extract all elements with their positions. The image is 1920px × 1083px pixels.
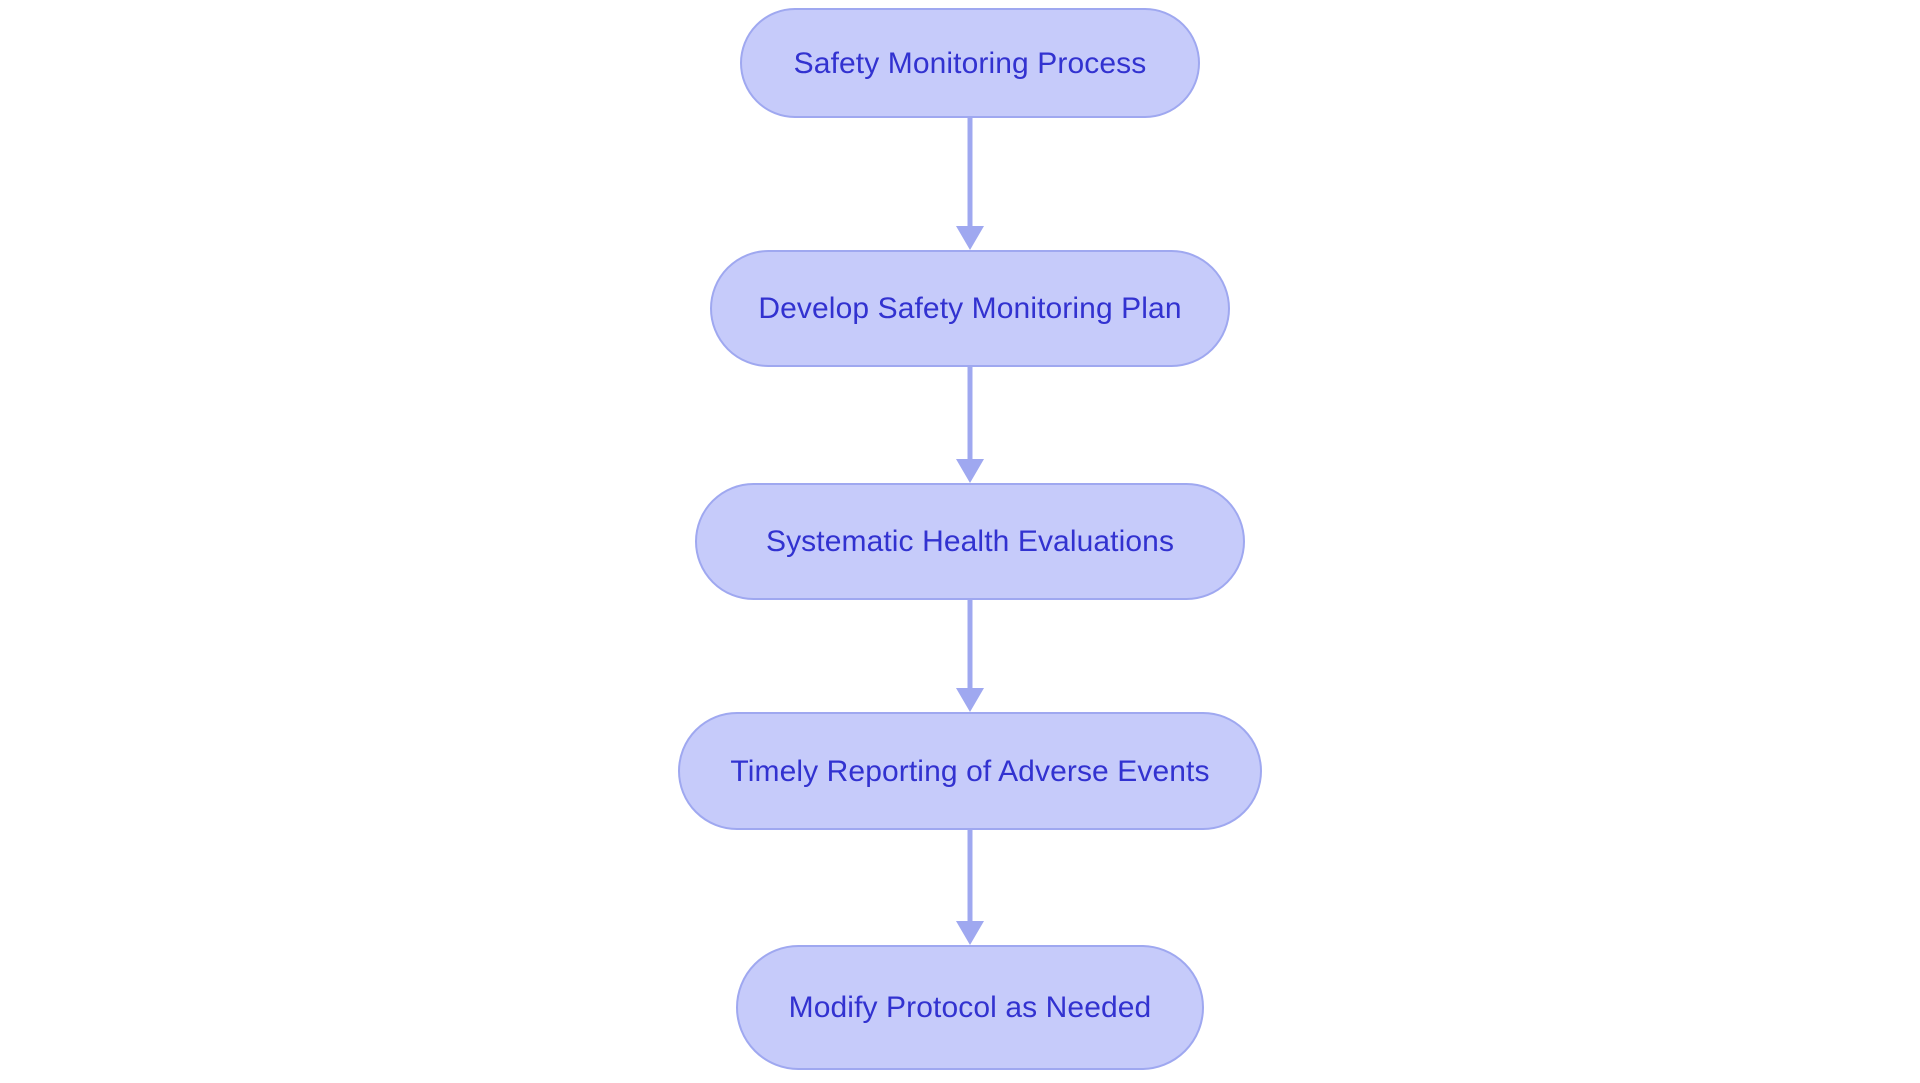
edge-line xyxy=(967,367,973,459)
flow-edge-1 xyxy=(956,118,984,250)
edge-line xyxy=(967,118,973,226)
edge-line xyxy=(967,600,973,688)
flow-node-label: Develop Safety Monitoring Plan xyxy=(758,292,1182,325)
flow-node-modify-protocol-as-needed[interactable]: Modify Protocol as Needed xyxy=(736,945,1204,1070)
flow-node-label: Safety Monitoring Process xyxy=(793,46,1147,80)
arrowhead-icon xyxy=(956,921,984,945)
flow-node-systematic-health-evaluations[interactable]: Systematic Health Evaluations xyxy=(695,483,1245,600)
edge-line xyxy=(967,830,973,921)
arrowhead-icon xyxy=(956,226,984,250)
flow-node-safety-monitoring-process[interactable]: Safety Monitoring Process xyxy=(740,8,1200,118)
flow-node-timely-reporting-of-adverse-events[interactable]: Timely Reporting of Adverse Events xyxy=(678,712,1262,830)
arrowhead-icon xyxy=(956,688,984,712)
flow-node-label: Systematic Health Evaluations xyxy=(765,525,1175,558)
flow-node-develop-safety-monitoring-plan[interactable]: Develop Safety Monitoring Plan xyxy=(710,250,1230,367)
flow-edge-4 xyxy=(956,830,984,945)
flow-node-label: Modify Protocol as Needed xyxy=(788,991,1152,1024)
flow-node-label: Timely Reporting of Adverse Events xyxy=(730,754,1210,788)
flow-edge-3 xyxy=(956,600,984,712)
arrowhead-icon xyxy=(956,459,984,483)
flow-edge-2 xyxy=(956,367,984,483)
